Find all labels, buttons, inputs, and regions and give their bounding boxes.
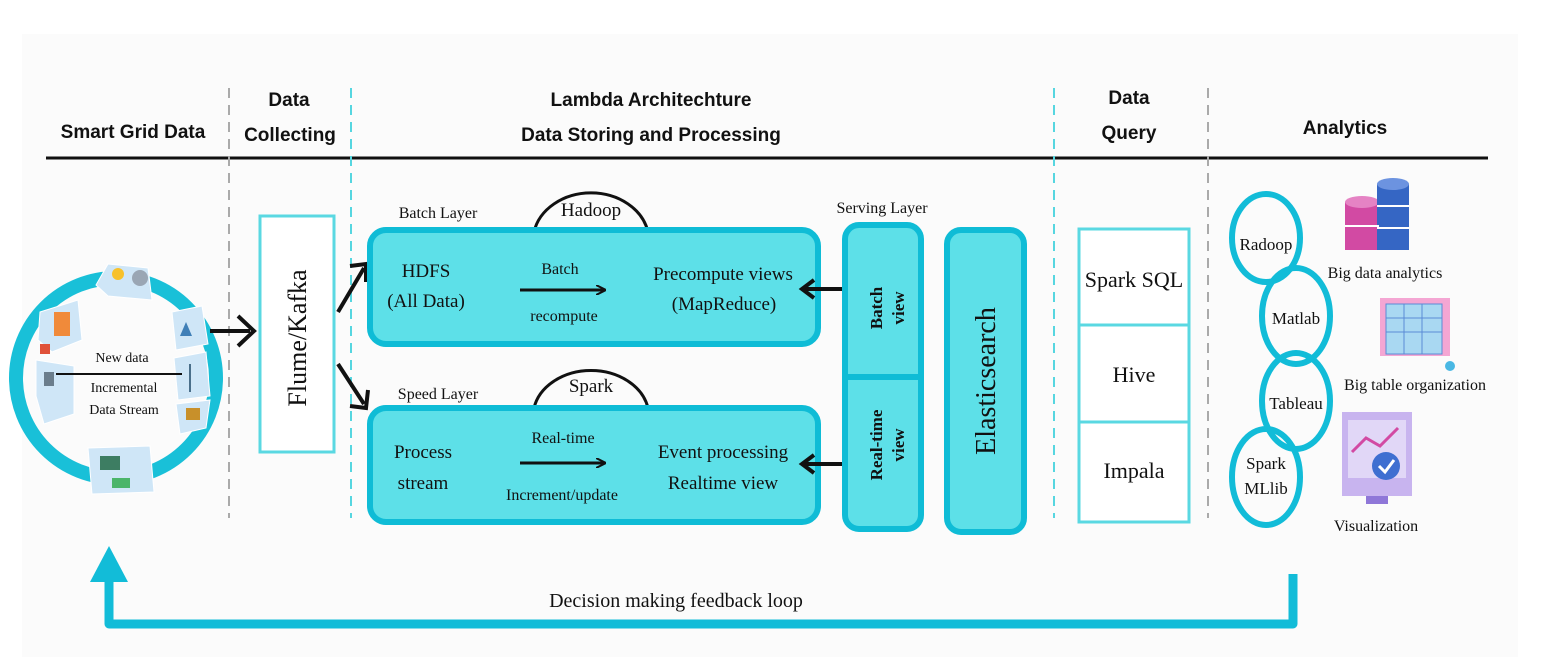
elasticsearch-label: Elasticsearch: [971, 307, 1002, 455]
query-spark-sql: Spark SQL: [1085, 267, 1183, 292]
rt-view-1: Real-time: [867, 409, 886, 480]
building-icon: [54, 312, 70, 336]
hadoop-arc: [532, 191, 650, 233]
header-lambda-1: Lambda Architechture: [551, 90, 752, 111]
query-hive: Hive: [1113, 362, 1156, 387]
hadoop-label: Hadoop: [561, 200, 621, 221]
query-impala: Impala: [1103, 458, 1164, 483]
tool-circles: Radoop Matlab Tableau Spark MLlib: [1229, 191, 1333, 528]
table-icon: [1380, 298, 1455, 371]
collector-label: Flume/Kafka: [283, 269, 312, 407]
house-icon: [40, 344, 50, 354]
header-collecting-2: Collecting: [244, 125, 336, 146]
homes-icon: [100, 456, 120, 470]
analytics-bigtable: Big table organization: [1344, 377, 1486, 394]
header-lambda-2: Data Storing and Processing: [521, 125, 781, 146]
elasticsearch-box: [944, 227, 1027, 535]
speed-in-2: stream: [398, 473, 449, 494]
batch-view-1: Batch: [867, 286, 886, 329]
batch-layer-box: [367, 227, 821, 347]
solar-panel-icon: [186, 408, 200, 420]
batch-store-2: (All Data): [387, 291, 465, 312]
speed-layer-label: Speed Layer: [398, 386, 479, 403]
header-smart-grid: Smart Grid Data: [61, 122, 206, 143]
arrow-to-batch: [336, 266, 366, 314]
cloud-icon: [132, 270, 148, 286]
feedback-arrow-head: [90, 546, 128, 582]
tool-tableau: Tableau: [1269, 394, 1323, 413]
analytics-bigdata: Big data analytics: [1328, 265, 1443, 282]
batch-out-1: Precompute views: [653, 264, 793, 285]
rt-view-2: view: [889, 428, 908, 462]
header-collecting-1: Data: [268, 90, 310, 111]
batch-layer-label: Batch Layer: [399, 205, 478, 222]
speed-op-2: Increment/update: [506, 487, 618, 504]
tool-spark: Spark: [1246, 454, 1286, 473]
speed-out-1: Event processing: [658, 442, 789, 463]
tool-matlab: Matlab: [1272, 309, 1320, 328]
speed-layer-box: [367, 405, 821, 525]
batch-op-1: Batch: [541, 261, 578, 278]
smart-grid-ring: New data Incremental Data Stream: [9, 263, 223, 495]
analytics-visual: Visualization: [1334, 518, 1418, 535]
feedback-label: Decision making feedback loop: [549, 590, 803, 612]
batch-view-2: view: [889, 291, 908, 325]
visualization-icon: [1342, 412, 1412, 504]
query-stack: Spark SQL Hive Impala: [1077, 227, 1191, 524]
power-plant-icon: [44, 372, 54, 386]
collector-box: [258, 214, 336, 454]
serving-layer-label: Serving Layer: [836, 200, 928, 217]
arrow-to-speed: [336, 362, 366, 406]
source-center-1: New data: [95, 351, 149, 366]
speed-op-1: Real-time: [531, 430, 594, 447]
database-icon: [1345, 178, 1409, 250]
spark-label: Spark: [569, 376, 614, 397]
sun-icon: [112, 268, 124, 280]
header-query-2: Query: [1102, 123, 1157, 144]
speed-out-2: Realtime view: [668, 473, 779, 494]
tool-radoop: Radoop: [1240, 235, 1293, 254]
source-center-3: Data Stream: [89, 403, 159, 418]
tool-mllib: MLlib: [1244, 479, 1287, 498]
batch-op-2: recompute: [530, 308, 598, 325]
header-query-1: Data: [1108, 88, 1150, 109]
batch-out-2: (MapReduce): [672, 294, 776, 315]
batch-store-1: HDFS: [402, 261, 451, 282]
source-center-2: Incremental: [91, 381, 158, 396]
speed-in-1: Process: [394, 442, 452, 463]
header-analytics: Analytics: [1303, 118, 1387, 139]
electric-car-icon: [112, 478, 130, 488]
spark-arc: [532, 369, 650, 409]
feedback-loop: [90, 546, 1298, 629]
factory-icon: [180, 322, 192, 336]
